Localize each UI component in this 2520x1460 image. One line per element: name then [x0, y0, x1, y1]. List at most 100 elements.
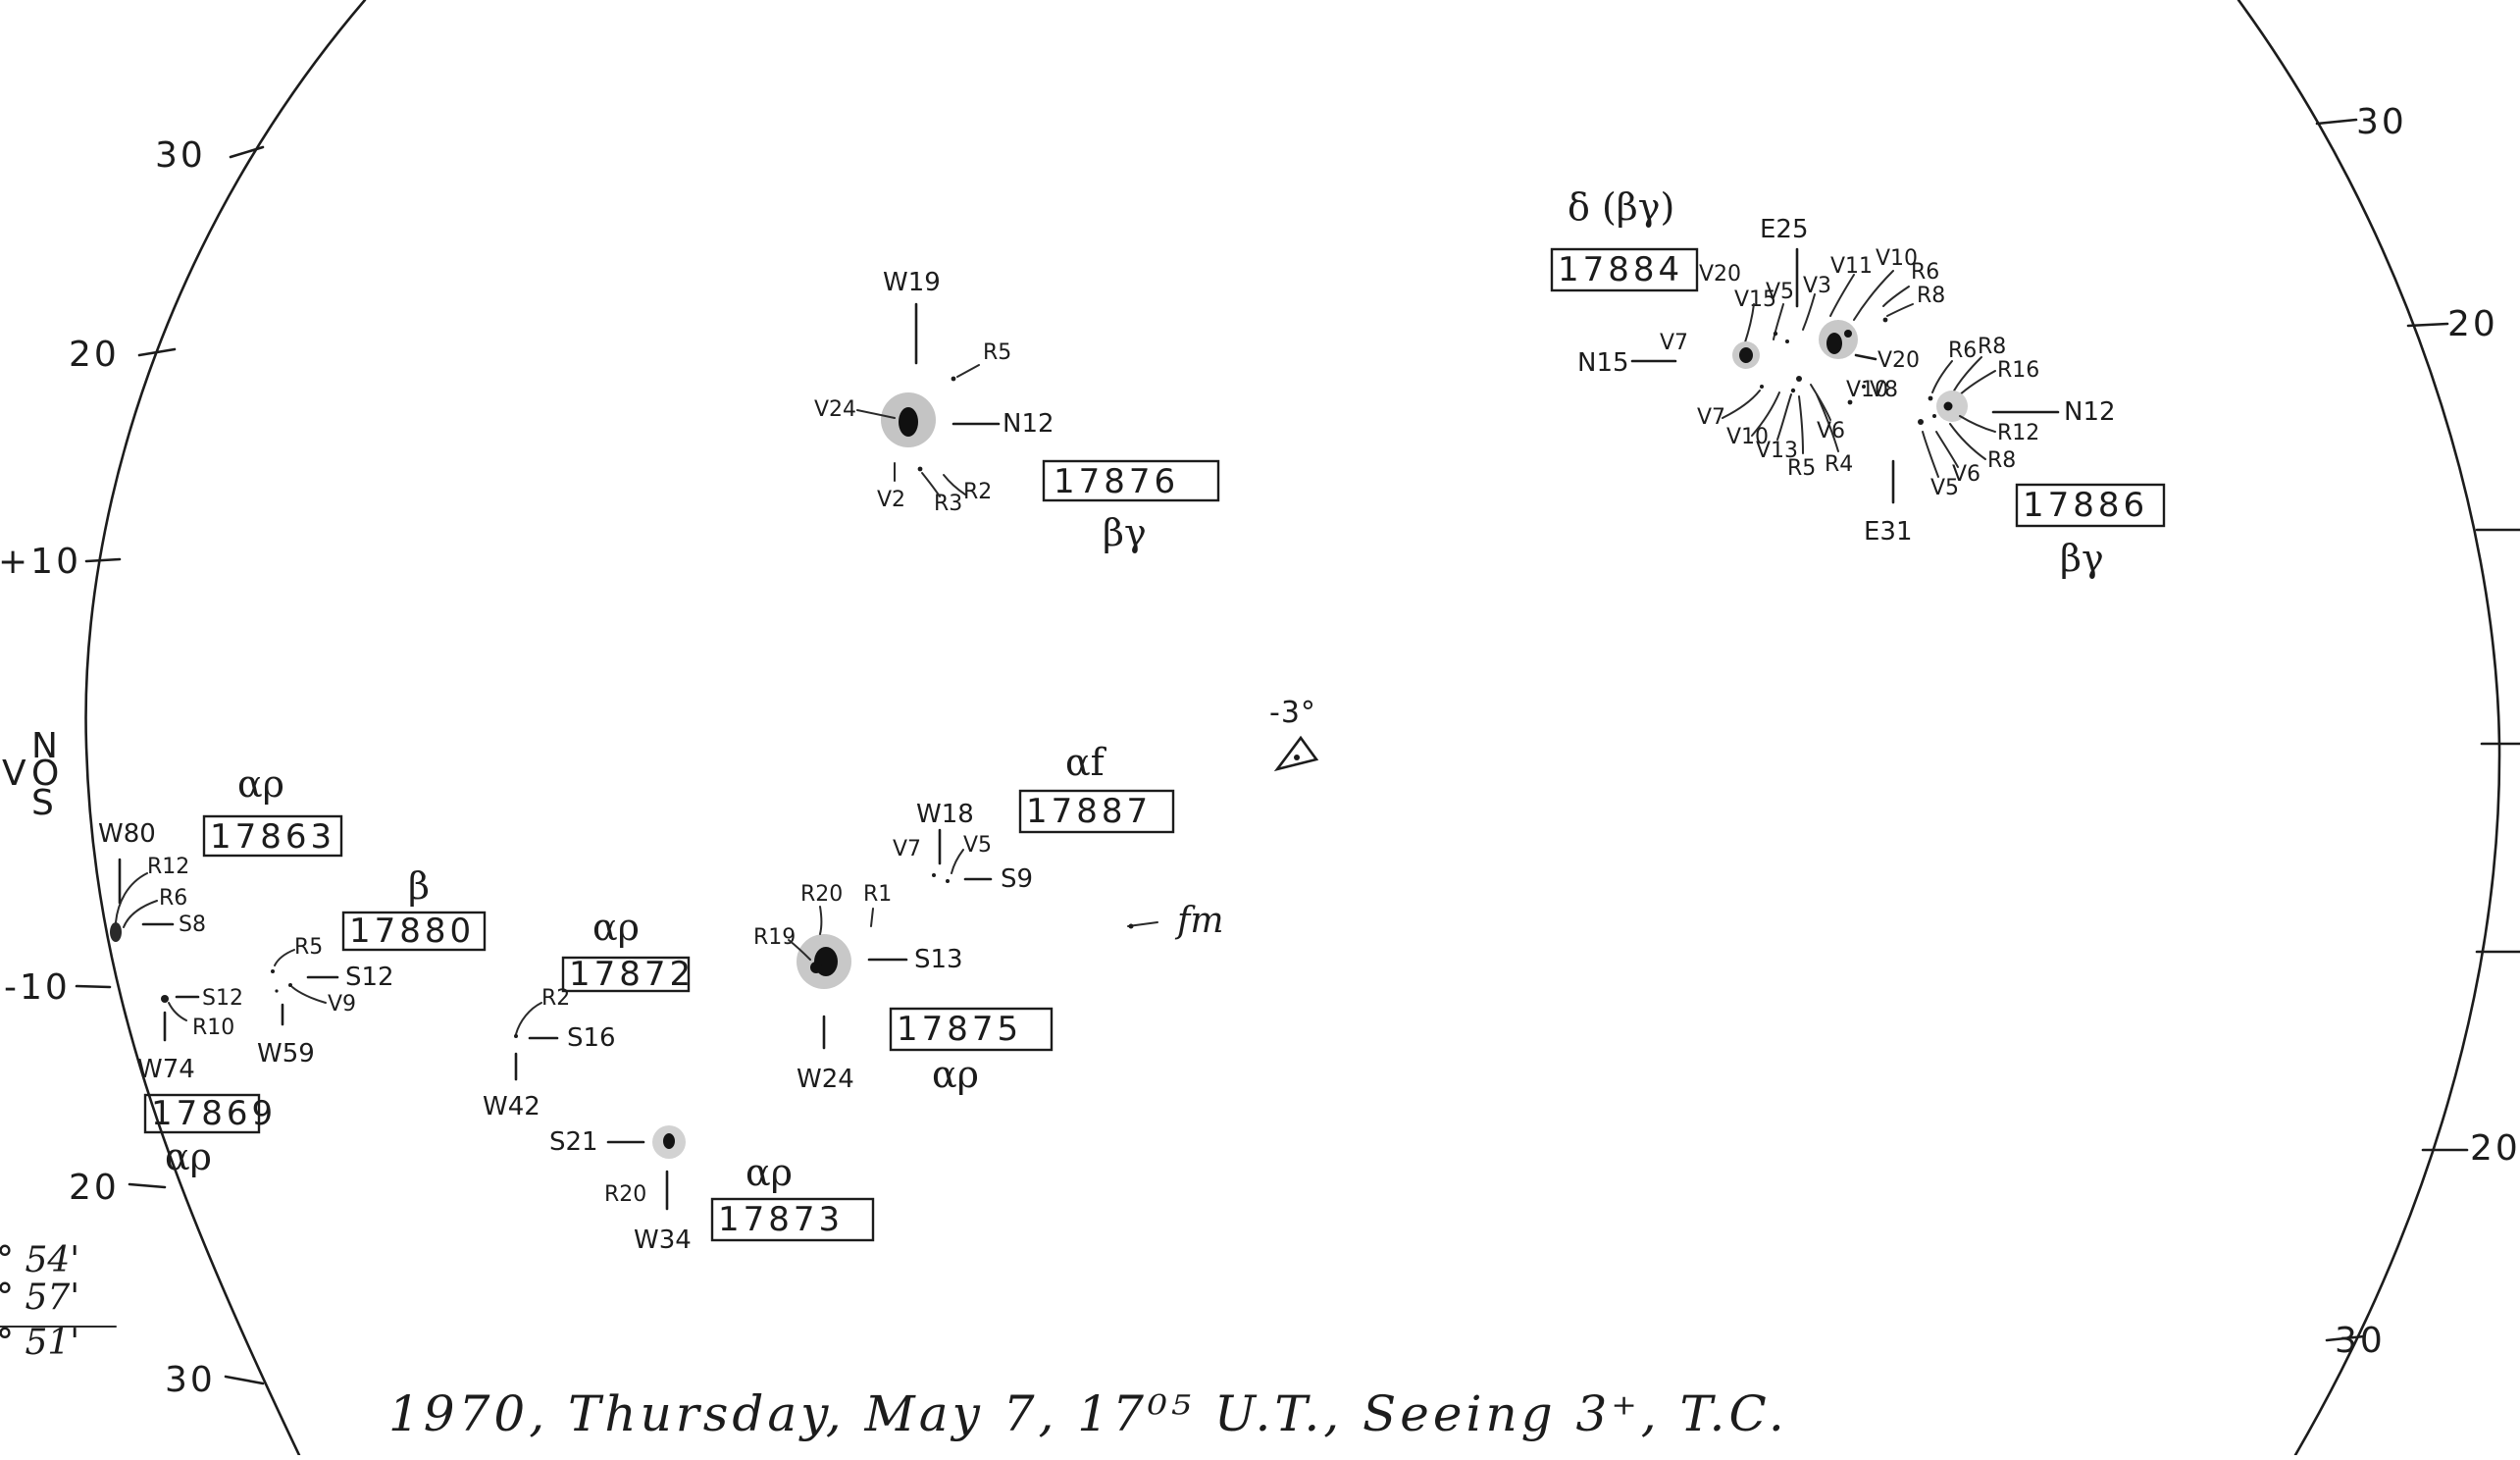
spot-label: R19: [753, 925, 796, 950]
region-17880: β 17880 R5 S12 V9 W59: [257, 864, 487, 1069]
spot-label: S16: [567, 1023, 616, 1053]
solar-limb-right: [2237, 0, 2501, 1457]
region-number: 17875: [897, 1010, 1022, 1049]
region-class: βγ: [2060, 537, 2104, 580]
region-17863: αρ 17863 W80 R12 R6 S8: [98, 762, 343, 942]
region-class: β: [408, 864, 430, 908]
margin-note-1: ° 54': [0, 1240, 79, 1280]
region-17875: R20 R1 R19 S13 W24 17875 αρ: [753, 882, 1054, 1096]
spot-label: W59: [257, 1039, 315, 1069]
spot-label: R5: [294, 935, 323, 960]
region-number: 17884: [1558, 250, 1683, 289]
region-class: δ (βγ): [1568, 185, 1674, 229]
spot-label: R8: [1987, 448, 2016, 473]
margin-note-3: ° 51': [0, 1323, 79, 1363]
spot-label: R1: [863, 882, 892, 907]
spot-label: V24: [814, 397, 856, 422]
region-number: 17873: [718, 1200, 844, 1239]
right-latitude-scale: 30 20 20 30: [2315, 102, 2520, 1361]
spot-label: R6: [1948, 339, 1977, 363]
observation-caption: 1970, Thursday, May 7, 17⁰⁵ U.T., Seeing…: [388, 1385, 1788, 1442]
south-letter: S: [31, 783, 57, 823]
spot-label: R6: [159, 886, 187, 911]
spot-label: W18: [916, 800, 974, 829]
region-number: 17886: [2023, 486, 2148, 525]
region-number: 17876: [1054, 462, 1179, 501]
spot-label: V7: [893, 837, 921, 861]
spot-label: R2: [963, 480, 992, 504]
spot-label: V7: [1660, 331, 1688, 355]
left-margin-notes: ° 54' ° 57' ° 51': [0, 1240, 117, 1363]
spot-label: V5: [1766, 280, 1794, 304]
region-class: αρ: [746, 1151, 793, 1194]
equator-marker: N V O S: [2, 726, 59, 823]
lat-label-right-30s: 30: [2335, 1321, 2386, 1361]
spot-label: V10: [1876, 246, 1918, 271]
spot-label: W34: [634, 1225, 692, 1255]
spot-label: R10: [192, 1016, 234, 1040]
spot-label: W24: [797, 1065, 854, 1094]
spot-label: S13: [914, 945, 963, 974]
spot-label: S21: [549, 1127, 598, 1157]
spot-label: N15: [1577, 348, 1629, 378]
spot-label: V7: [1697, 405, 1725, 430]
region-17869: S12 R10 W74 17869 αρ: [137, 986, 277, 1178]
region-class: βγ: [1103, 511, 1147, 554]
spot-label: E31: [1864, 517, 1913, 547]
spot-label: S12: [345, 963, 394, 992]
region-number: 17869: [151, 1094, 277, 1133]
spot-label: R8: [1978, 335, 2006, 359]
spot-label: R20: [604, 1182, 646, 1207]
lat-label-right-20s: 20: [2470, 1128, 2520, 1169]
region-class: αρ: [237, 762, 284, 806]
spot-label: V9: [328, 992, 356, 1017]
spot-label: R5: [983, 340, 1011, 365]
region-class: αρ: [165, 1135, 212, 1178]
spot-label: V2: [877, 488, 905, 512]
lat-label-left-10s: -10: [4, 967, 71, 1008]
spot-label: V10: [1726, 425, 1769, 449]
spot-label: R5: [1787, 456, 1816, 481]
spot-label: W19: [883, 268, 941, 297]
region-17886: R6 R8 R16 N12 R12 R8 V6 V5 E31 17886 βγ: [1864, 335, 2166, 580]
spot-label: S9: [1001, 864, 1033, 894]
faculae-mark: fm: [1127, 901, 1223, 941]
spot-label: R2: [541, 986, 570, 1011]
spot-label: V10: [1846, 378, 1888, 402]
spot-label: N12: [2064, 397, 2116, 427]
lat-label-right-30n: 30: [2356, 102, 2407, 142]
spot-label: R16: [1997, 358, 2039, 383]
region-number: 17863: [210, 817, 335, 857]
spot-label: V3: [1803, 274, 1831, 298]
lat-label-left-30s: 30: [165, 1360, 216, 1400]
region-number: 17887: [1026, 792, 1152, 831]
spot-label: R20: [800, 882, 843, 907]
spot-label: R4: [1825, 452, 1853, 477]
region-17872: αρ 17872 R2 S16 W42: [483, 906, 694, 1121]
triangle-icon: [1273, 735, 1319, 772]
spot-label: W74: [137, 1055, 195, 1084]
lat-label-left-30n: 30: [155, 135, 206, 176]
region-17887: αf 17887 W18 V7 V5 S9: [893, 741, 1175, 894]
region-17876: W19 R5 V24 N12 V2 R3 R2 17876 βγ: [814, 268, 1220, 554]
spot-label: V8: [1870, 378, 1898, 402]
spot-label: R12: [147, 855, 189, 879]
spot-label: R12: [1997, 421, 2039, 445]
spot-label: V11: [1830, 254, 1873, 279]
west-letter: V: [2, 754, 29, 794]
region-class: αf: [1065, 741, 1107, 784]
region-number: 17872: [569, 955, 694, 994]
region-class: αρ: [592, 906, 640, 949]
lat-label-left-10n: +10: [0, 542, 81, 582]
lat-label-left-20s: 20: [69, 1168, 120, 1208]
region-number: 17880: [349, 912, 475, 951]
spot-label: R6: [1911, 260, 1939, 285]
solar-limb-left: [84, 0, 367, 1457]
spot-label: R8: [1917, 284, 1945, 308]
region-class: αρ: [932, 1053, 979, 1096]
region-17884: δ (βγ) 17884 E25 N15 V7 V20 V15 V5 V3 V1…: [1550, 185, 1945, 481]
faculae-label: fm: [1174, 901, 1223, 941]
margin-note-2: ° 57': [0, 1278, 79, 1318]
